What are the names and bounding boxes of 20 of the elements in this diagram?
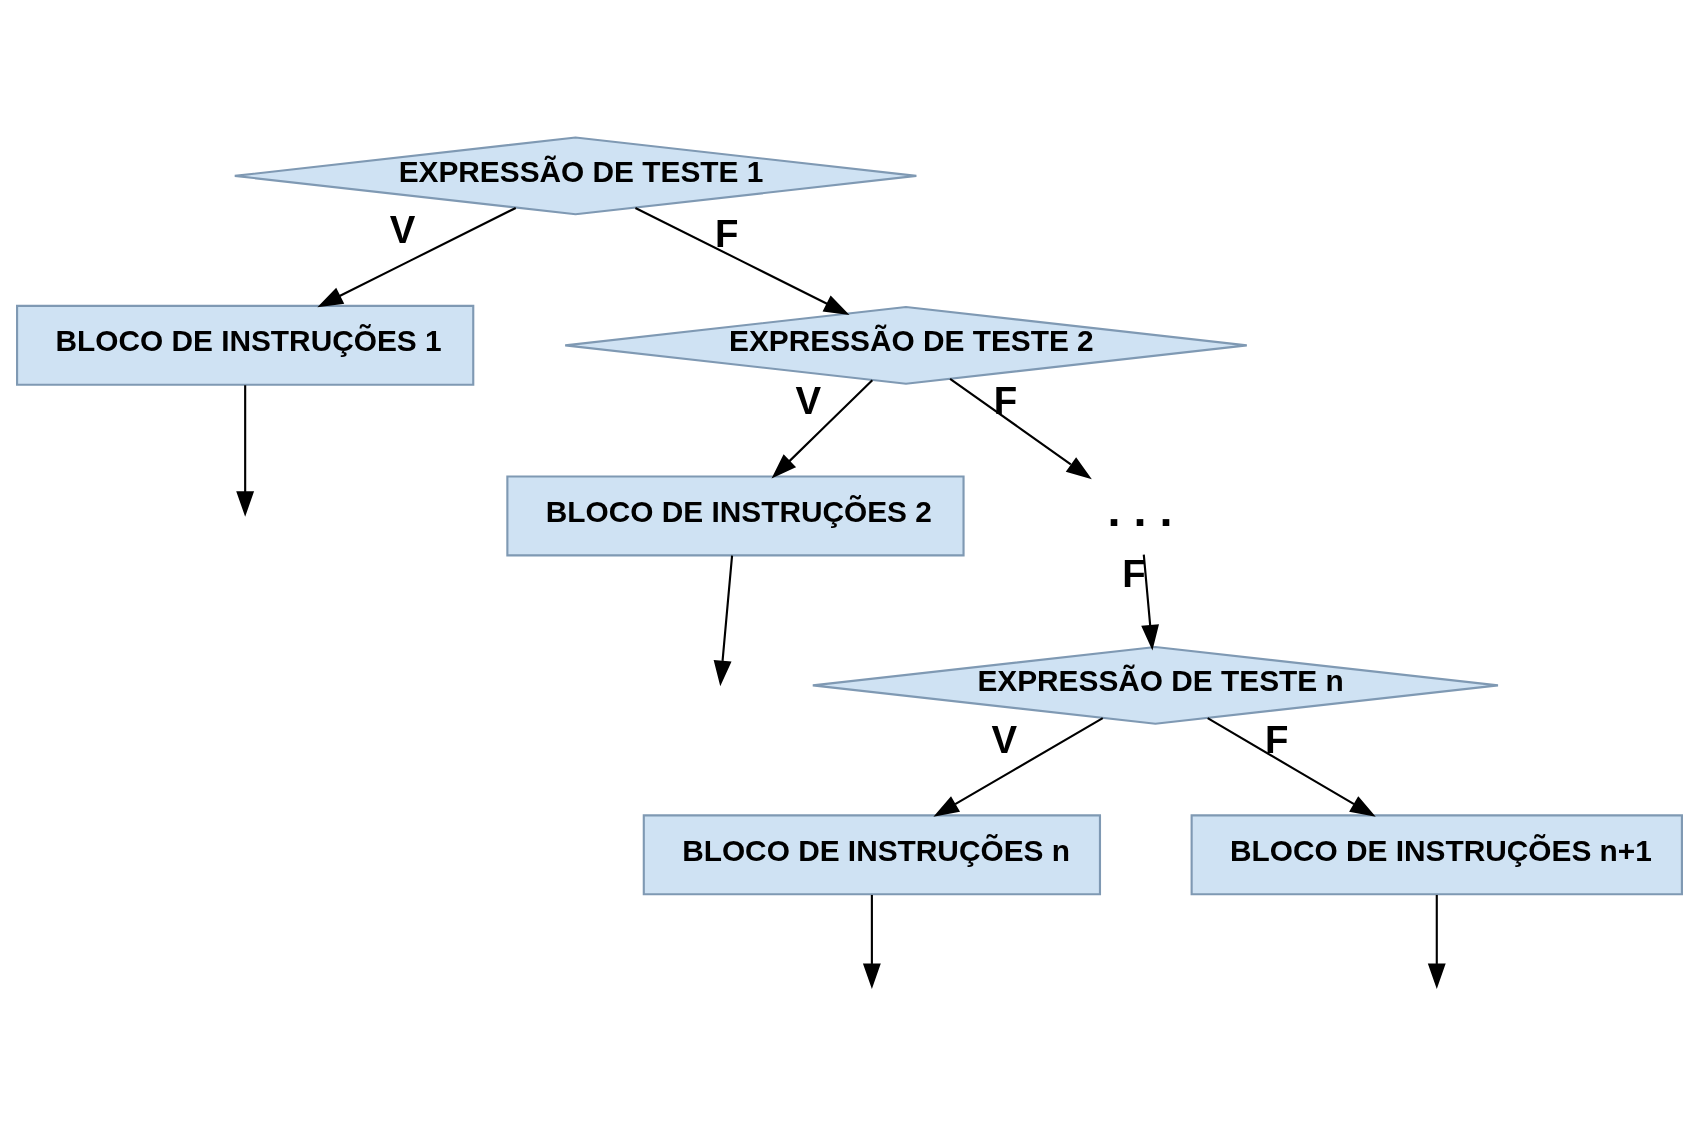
node-box: BLOCO DE INSTRUÇÕES n+1 [1190, 813, 1683, 895]
edge-label: F [1122, 551, 1146, 595]
arrow [933, 716, 1104, 817]
node-diamond: EXPRESSÃO DE TESTE 1 [233, 135, 918, 215]
node-text: . . . [1107, 483, 1173, 536]
node-diamond: EXPRESSÃO DE TESTE 2 [564, 305, 1248, 385]
node-diamond: EXPRESSÃO DE TESTE n [811, 645, 1500, 725]
node-box: BLOCO DE INSTRUÇÕES n [642, 813, 1102, 895]
arrow [949, 377, 1092, 479]
arrow [317, 206, 517, 307]
node-box: BLOCO DE INSTRUÇÕES 1 [16, 304, 475, 386]
arrow [862, 894, 881, 989]
arrow [1141, 554, 1160, 650]
node-box: BLOCO DE INSTRUÇÕES 2 [506, 474, 965, 556]
arrow [713, 554, 734, 686]
arrow [771, 379, 874, 479]
arrow [236, 384, 255, 517]
arrow [634, 206, 850, 315]
arrow [1207, 716, 1376, 817]
arrow [1427, 894, 1446, 989]
